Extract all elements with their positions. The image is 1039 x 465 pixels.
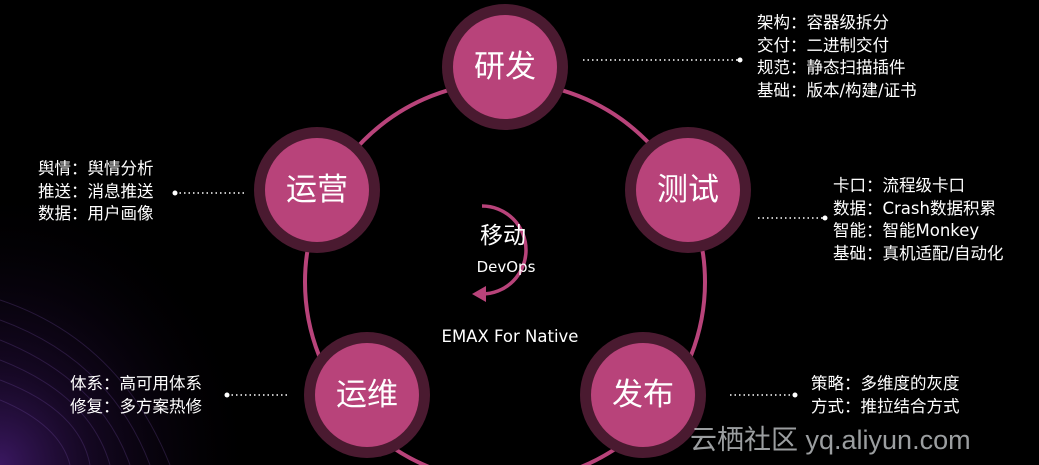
desc-release-line: 方式：推拉结合方式 xyxy=(811,396,960,416)
desc-rd: 架构：容器级拆分 交付：二进制交付 规范：静态扫描插件 基础：版本/构建/证书 xyxy=(757,12,917,102)
node-maintain-label: 运维 xyxy=(336,377,398,413)
desc-operate-line: 推送：消息推送 xyxy=(38,181,154,201)
node-operate-label: 运营 xyxy=(286,172,348,208)
desc-rd-line: 基础：版本/构建/证书 xyxy=(757,80,917,100)
node-rd-label: 研发 xyxy=(474,49,536,85)
desc-release: 策略：多维度的灰度 方式：推拉结合方式 xyxy=(811,373,960,418)
desc-test-line: 智能：智能Monkey xyxy=(833,221,980,240)
watermark: 云栖社区 yq.aliyun.com xyxy=(690,425,971,455)
desc-rd-line: 架构：容器级拆分 xyxy=(757,13,889,32)
desc-operate-line: 舆情：舆情分析 xyxy=(38,159,154,178)
desc-operate-line: 数据：用户画像 xyxy=(38,204,154,223)
background-swirl xyxy=(0,299,171,465)
node-operate-circle xyxy=(254,127,380,253)
background-glow xyxy=(0,180,260,465)
center-title: 移动 xyxy=(480,223,526,249)
platform-label: EMAX For Native xyxy=(441,327,579,346)
center-subtitle: DevOps xyxy=(476,258,536,276)
center-cycle-arrowhead xyxy=(472,286,486,302)
center-cycle-arc xyxy=(481,204,528,296)
node-rd-circle xyxy=(442,4,568,130)
desc-test-line: 数据：Crash数据积累 xyxy=(833,198,996,218)
desc-release-line: 策略：多维度的灰度 xyxy=(811,374,960,393)
desc-test-line: 卡口：流程级卡口 xyxy=(833,176,965,195)
node-release-circle xyxy=(580,332,706,458)
desc-maintain-line: 体系：高可用体系 xyxy=(70,374,202,393)
desc-test: 卡口：流程级卡口 数据：Crash数据积累 智能：智能Monkey 基础：真机适… xyxy=(833,175,1004,265)
desc-maintain-line: 修复：多方案热修 xyxy=(70,396,202,416)
desc-rd-line: 交付：二进制交付 xyxy=(757,35,889,55)
node-test-label: 测试 xyxy=(657,172,719,208)
desc-maintain: 体系：高可用体系 修复：多方案热修 xyxy=(70,373,202,418)
connector-dots xyxy=(172,57,828,398)
desc-rd-line: 规范：静态扫描插件 xyxy=(757,58,906,77)
desc-test-line: 基础：真机适配/自动化 xyxy=(833,243,1004,263)
node-maintain-circle xyxy=(304,332,430,458)
desc-operate: 舆情：舆情分析 推送：消息推送 数据：用户画像 xyxy=(38,158,154,226)
connector-lines xyxy=(175,59,825,396)
node-release-label: 发布 xyxy=(612,377,674,413)
node-test-circle xyxy=(625,127,751,253)
